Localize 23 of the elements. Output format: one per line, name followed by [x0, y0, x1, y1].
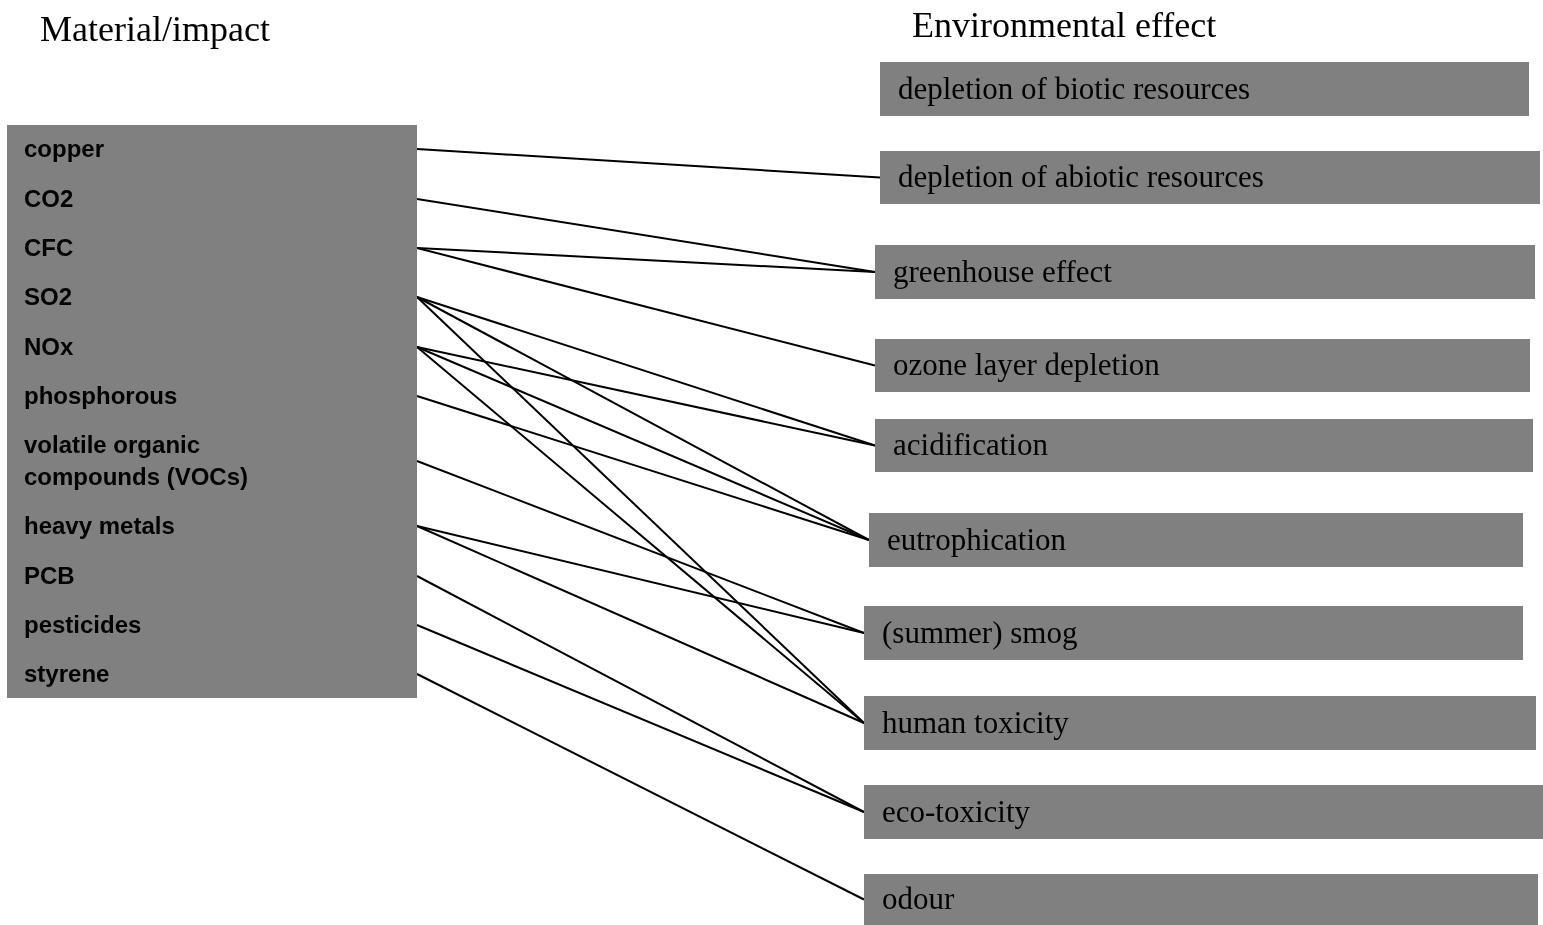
effect-box: odour [864, 874, 1538, 925]
connector-line [416, 460, 865, 634]
connector-line [416, 673, 865, 901]
effect-box: human toxicity [864, 696, 1536, 750]
effect-box: eutrophication [869, 513, 1523, 567]
connector-line [416, 624, 865, 813]
connector-line [416, 525, 865, 724]
list-panel [7, 125, 417, 698]
effect-box: depletion of abiotic resources [880, 151, 1540, 204]
effect-box: ozone layer depletion [875, 339, 1530, 392]
connector-line [416, 247, 876, 273]
effect-box: greenhouse effect [875, 245, 1535, 299]
column-heading: Environmental effect [912, 4, 1217, 47]
connector-line [416, 525, 865, 634]
connector-line [416, 395, 870, 541]
effect-box: (summer) smog [864, 606, 1523, 660]
connector-line [416, 247, 876, 367]
effect-box: eco-toxicity [864, 785, 1543, 839]
column-heading: Material/impact [40, 8, 270, 51]
connector-line [416, 148, 881, 179]
effect-box: acidification [875, 419, 1533, 472]
effect-box: depletion of biotic resources [880, 62, 1529, 116]
connector-line [416, 346, 876, 447]
